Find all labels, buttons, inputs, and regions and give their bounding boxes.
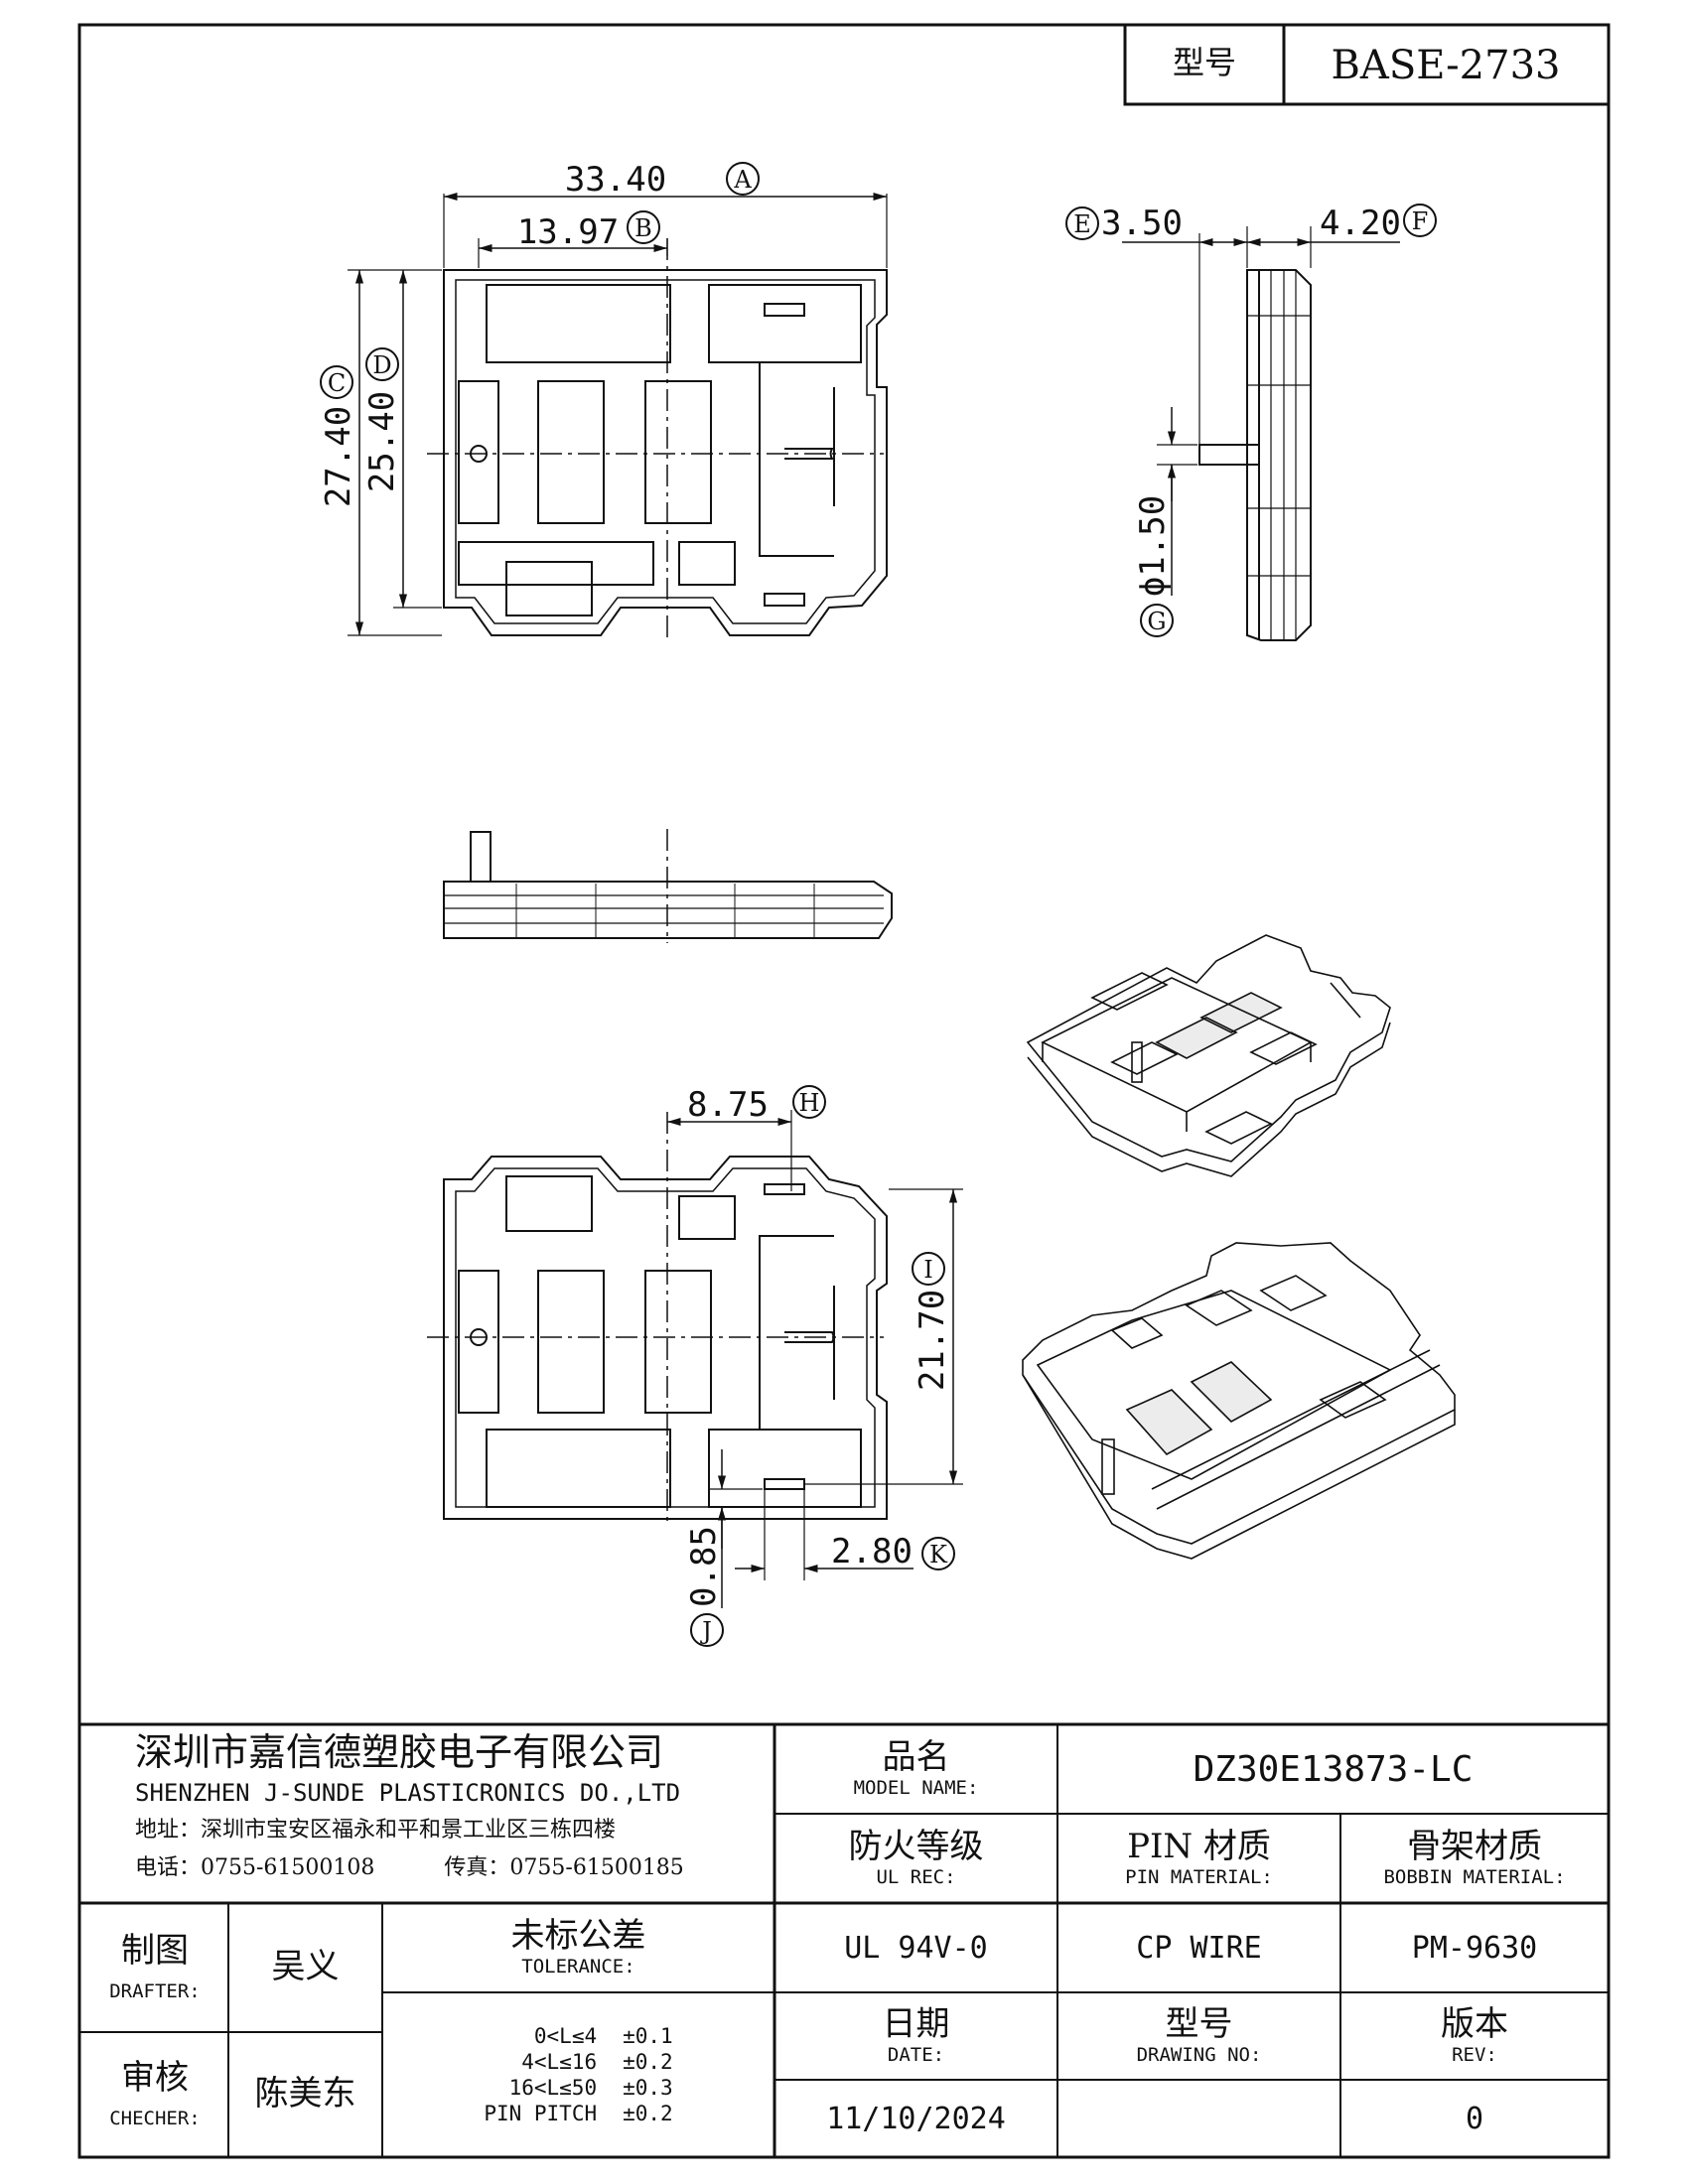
dim-a-tag: A (733, 166, 752, 194)
front-view (443, 829, 893, 943)
ul-rec-value: UL 94V-0 (844, 1930, 988, 1966)
tolerance-value: ±0.2 (623, 2050, 673, 2074)
dimension-g: ϕ1.50 G (1133, 407, 1197, 637)
rev-label: 版本 REV: (1441, 2003, 1508, 2066)
model-name-value: DZ30E13873-LC (1193, 1748, 1474, 1790)
dim-e-tag: E (1073, 210, 1091, 238)
tolerance-range: 4<L≤16 (521, 2050, 598, 2074)
dimension-c: 27.40 C (319, 269, 442, 636)
dim-g-value: ϕ1.50 (1133, 495, 1173, 597)
dimension-f: 4.20 F (1247, 204, 1437, 247)
pin-material-value: CP WIRE (1136, 1930, 1262, 1966)
bobbin-material-value: PM-9630 (1411, 1930, 1538, 1966)
dim-h-value: 8.75 (687, 1085, 769, 1125)
dimension-k: 2.80 K (735, 1489, 955, 1580)
dimension-h: 8.75 H (667, 1085, 826, 1191)
dim-a-value: 33.40 (565, 160, 666, 200)
drafter-label: 制图 DRAFTER: (109, 1930, 201, 2002)
dimension-d: 25.40 D (362, 270, 442, 609)
sheet-border (77, 23, 1611, 2159)
date-label: 日期 DATE: (882, 2003, 950, 2066)
isometric-view-top (1026, 934, 1391, 1177)
dimension-a: 33.40 A (443, 160, 888, 268)
dimension-i: 21.70 I (804, 1188, 963, 1485)
dim-i-value: 21.70 (913, 1290, 952, 1391)
date-value: 11/10/2024 (826, 2101, 1006, 2136)
dim-f-value: 4.20 (1320, 204, 1401, 243)
dim-b-value: 13.97 (517, 212, 619, 252)
side-view (1198, 269, 1312, 641)
dim-k-tag: K (929, 1541, 948, 1569)
company-info: 深圳市嘉信德塑胶电子有限公司 SHENZHEN J-SUNDE PLASTICR… (81, 1729, 773, 1900)
checker-name: 陈美东 (254, 2074, 356, 2115)
model-name-label: 品名 MODEL NAME: (853, 1736, 979, 1799)
checker-label: 审核 CHECHER: (109, 2057, 201, 2129)
tolerance-range: PIN PITCH (484, 2102, 598, 2125)
dim-j-value: 0.85 (684, 1526, 724, 1607)
dim-d-value: 25.40 (362, 391, 402, 492)
tolerance-range: 16<L≤50 (508, 2076, 598, 2100)
dim-c-tag: C (328, 369, 346, 397)
tolerance-value: ±0.3 (623, 2076, 673, 2100)
dim-g-tag: G (1147, 608, 1166, 635)
type-label: 型号 (1173, 44, 1236, 81)
model-type-box: 型号 BASE-2733 (1123, 23, 1611, 106)
bobbin-material-label: 骨架材质 BOBBIN MATERIAL: (1383, 1826, 1566, 1888)
title-block-grid (79, 1722, 1609, 2157)
dim-d-tag: D (372, 351, 391, 379)
tolerance-label: 未标公差 TOLERANCE: (510, 1915, 646, 1978)
dim-f-tag: F (1412, 207, 1429, 235)
dim-b-tag: B (634, 214, 652, 242)
company-phone: 电话：0755-61500108 (135, 1855, 375, 1880)
rev-value: 0 (1465, 2101, 1484, 2136)
dim-e-value: 3.50 (1101, 204, 1183, 243)
type-value: BASE-2733 (1332, 43, 1561, 88)
isometric-view-bottom (1022, 1242, 1456, 1560)
dim-h-tag: H (799, 1089, 820, 1117)
company-name-cn: 深圳市嘉信德塑胶电子有限公司 (135, 1730, 664, 1774)
dim-k-value: 2.80 (831, 1532, 913, 1571)
tolerance-range: 0<L≤4 (533, 2024, 598, 2048)
company-address: 地址：深圳市宝安区福永和平和景工业区三栋四楼 (135, 1818, 617, 1843)
dim-j-tag: J (699, 1617, 712, 1645)
dimension-j: 0.85 J (684, 1449, 763, 1647)
top-view (427, 238, 888, 640)
drafter-name: 吴义 (271, 1947, 340, 1987)
dim-c-value: 27.40 (319, 406, 358, 507)
drawing-no-value (1057, 2080, 1340, 2157)
pin-material-label: PIN 材质 PIN MATERIAL: (1125, 1826, 1273, 1888)
ul-rec-label: 防火等级 UL REC: (848, 1826, 984, 1888)
dimension-e: E 3.50 (1065, 204, 1312, 445)
dim-i-tag: I (923, 1256, 932, 1284)
bottom-view (427, 1112, 888, 1524)
dimension-b: 13.97 B (478, 210, 668, 268)
tolerance-table: 0<L≤4 ±0.1 4<L≤16 ±0.2 16<L≤50 ±0.3 PIN … (382, 1992, 774, 2157)
tolerance-value: ±0.1 (623, 2024, 673, 2048)
company-name-en: SHENZHEN J-SUNDE PLASTICRONICS DO.,LTD (135, 1779, 681, 1807)
drawing-no-label: 型号 DRAWING NO: (1136, 2003, 1262, 2066)
tolerance-value: ±0.2 (623, 2102, 673, 2125)
company-fax: 传真：0755-61500185 (444, 1855, 684, 1880)
